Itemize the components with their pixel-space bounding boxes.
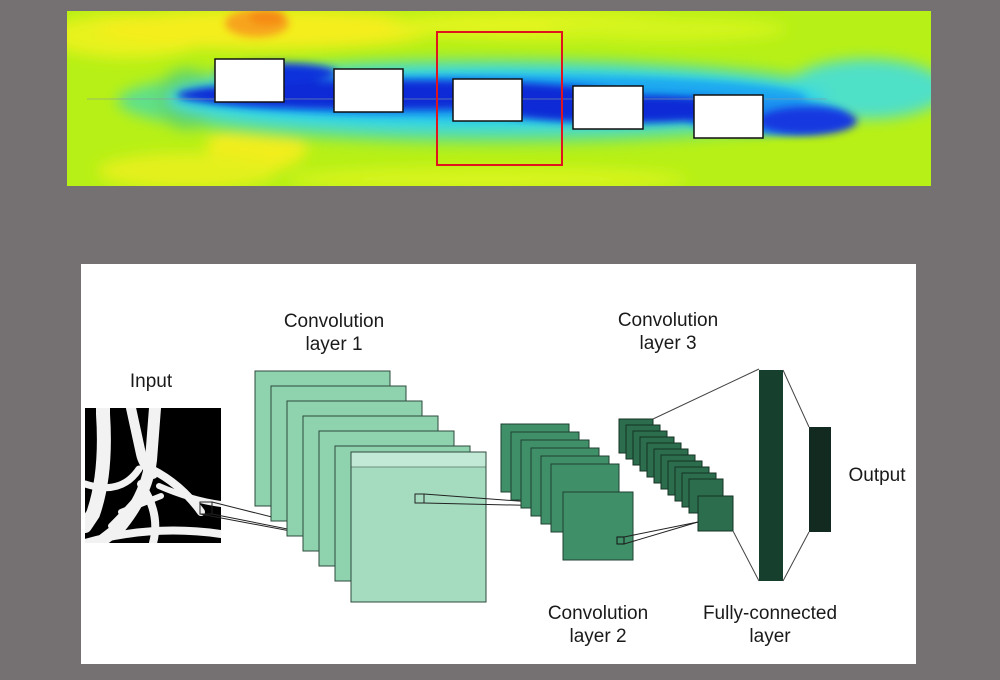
conv-layer-2-stack bbox=[500, 423, 634, 561]
fc-label-line2: layer bbox=[749, 626, 791, 647]
conv2-label: Convolution layer 2 bbox=[528, 602, 668, 648]
flow-field-panel bbox=[67, 11, 931, 186]
input-label: Input bbox=[129, 371, 173, 392]
cylinder-1 bbox=[214, 58, 285, 103]
conv2-label-line2: layer 2 bbox=[569, 626, 627, 647]
conv3-label-line1: Convolution bbox=[617, 310, 719, 331]
fc-label-line1: Fully-connected bbox=[702, 603, 838, 624]
conv2-label-line1: Convolution bbox=[547, 603, 649, 624]
conv1-label-line1: Convolution bbox=[283, 311, 385, 332]
fully-connected-label: Fully-connected layer bbox=[685, 602, 855, 648]
cylinder-5 bbox=[693, 94, 764, 139]
highlight-box bbox=[436, 31, 563, 166]
cnn-diagram-panel: Input Convolution layer 1 Convolution la… bbox=[81, 264, 916, 664]
conv3-label: Convolution layer 3 bbox=[598, 309, 738, 355]
conv3-label-line2: layer 3 bbox=[639, 333, 697, 354]
input-image bbox=[85, 408, 221, 543]
cylinder-4 bbox=[572, 85, 644, 130]
fully-connected-layer-bar bbox=[759, 370, 783, 581]
output-label: Output bbox=[848, 465, 906, 486]
cylinder-3 bbox=[452, 78, 523, 122]
conv-layer-3-stack bbox=[618, 418, 734, 532]
output-layer-bar bbox=[809, 427, 831, 532]
cylinder-2 bbox=[333, 68, 404, 113]
conv1-label-line2: layer 1 bbox=[305, 334, 363, 355]
cnn-diagram-graphic bbox=[85, 368, 831, 603]
conv-layer-1-stack bbox=[254, 370, 487, 603]
conv1-label: Convolution layer 1 bbox=[264, 310, 404, 356]
flow-field-image bbox=[67, 11, 931, 186]
